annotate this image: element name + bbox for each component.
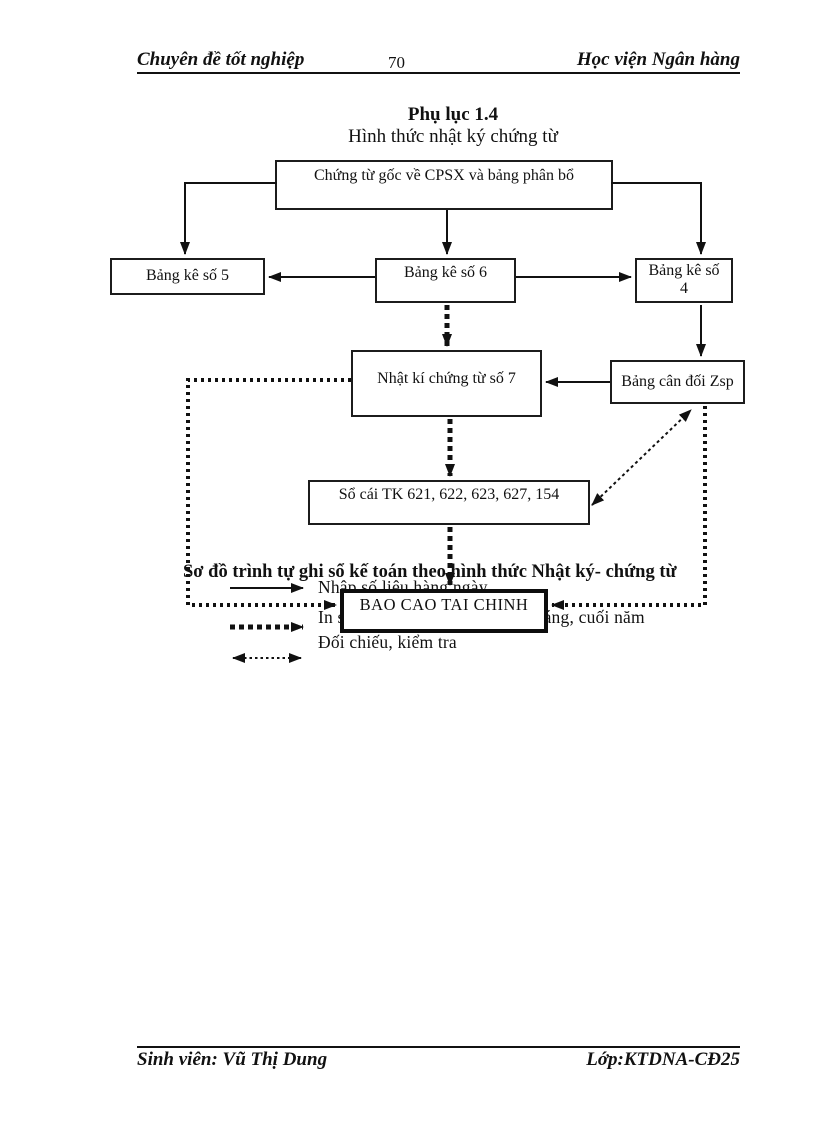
header-rule [137,72,740,74]
box-nhat-ki-chung-tu-7: Nhật kí chứng từ số 7 [351,350,542,417]
header-left: Chuyên đề tốt nghiệp [137,49,305,70]
box-bang-ke-4: Bảng kê số 4 [635,258,733,303]
box-so-cai: Sổ cái TK 621, 622, 623, 627, 154 [308,480,590,525]
legend-label-reconcile: Đối chiếu, kiểm tra [318,632,457,652]
footer-class: Lớp:KTDNA-CĐ25 [586,1049,740,1070]
box-bang-can-doi-zsp: Bảng cân đối Zsp [610,360,745,404]
header-right: Học viện Ngân hàng [576,49,740,70]
appendix-title: Phụ lục 1.4 Hình thức nhật ký chứng từ [203,104,703,148]
box-bang-ke-6: Bảng kê số 6 [375,258,516,303]
footer-rule [137,1046,740,1048]
appendix-title-line2: Hình thức nhật ký chứng từ [348,125,558,147]
box-bao-cao-tai-chinh: BAO CAO TAI CHINH [340,589,548,633]
connector-socai-bangcandoi-double-dotted [591,409,692,506]
box-bang-ke-5: Bảng kê số 5 [110,258,265,295]
footer-student: Sinh viên: Vũ Thị Dung [137,1049,328,1070]
box-source-documents: Chứng từ gốc về CPSX và bảng phân bổ [275,160,613,210]
header-page-number: 70 [388,53,405,72]
appendix-title-line1: Phụ lục 1.4 [407,104,499,125]
connector-source-to-bangke5 [180,182,277,255]
connector-source-to-bangke4 [611,182,706,255]
